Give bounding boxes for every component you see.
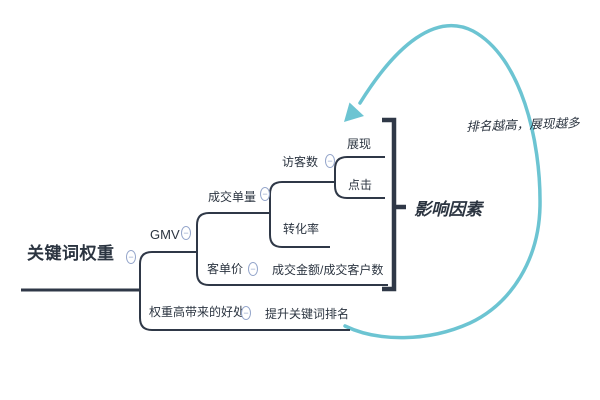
collapse-toggle-visitor-count-icon[interactable]: −	[325, 154, 335, 168]
edge-root-to-children	[139, 251, 350, 331]
edge-dealvolume-to-children	[269, 181, 335, 248]
feedback-loop-arrowhead-icon	[344, 102, 364, 122]
edge-visitors-to-children	[334, 156, 385, 199]
node-gmv[interactable]: GMV	[150, 227, 180, 242]
collapse-toggle-deal-volume-icon[interactable]: −	[260, 187, 270, 201]
node-deal-volume[interactable]: 成交单量	[208, 190, 257, 204]
collapse-toggle-gmv-icon[interactable]: −	[181, 226, 191, 240]
node-high-weight-benefits[interactable]: 权重高带来的好处	[149, 305, 246, 319]
collapse-toggle-avg-order-value-icon[interactable]: −	[248, 262, 258, 276]
node-conversion-rate[interactable]: 转化率	[283, 222, 320, 236]
node-keyword-weight[interactable]: 关键词权重	[27, 244, 115, 263]
node-deal-amount-formula[interactable]: 成交金额/成交客户数	[272, 263, 384, 277]
node-visitor-count[interactable]: 访客数	[282, 155, 319, 169]
influence-factors-label: 影响因素	[413, 200, 486, 219]
edge-gmv-to-children	[196, 212, 388, 286]
node-avg-order-value[interactable]: 客单价	[207, 262, 244, 276]
collapse-toggle-benefits-icon[interactable]: −	[241, 306, 251, 320]
collapse-toggle-root-icon[interactable]: −	[126, 250, 136, 264]
node-clicks[interactable]: 点击	[348, 178, 373, 192]
node-keyword-rank-boost[interactable]: 提升关键词排名	[265, 307, 350, 321]
feedback-loop-curve	[343, 24, 542, 340]
group-bracket	[382, 117, 397, 292]
node-impressions[interactable]: 展现	[347, 137, 372, 151]
